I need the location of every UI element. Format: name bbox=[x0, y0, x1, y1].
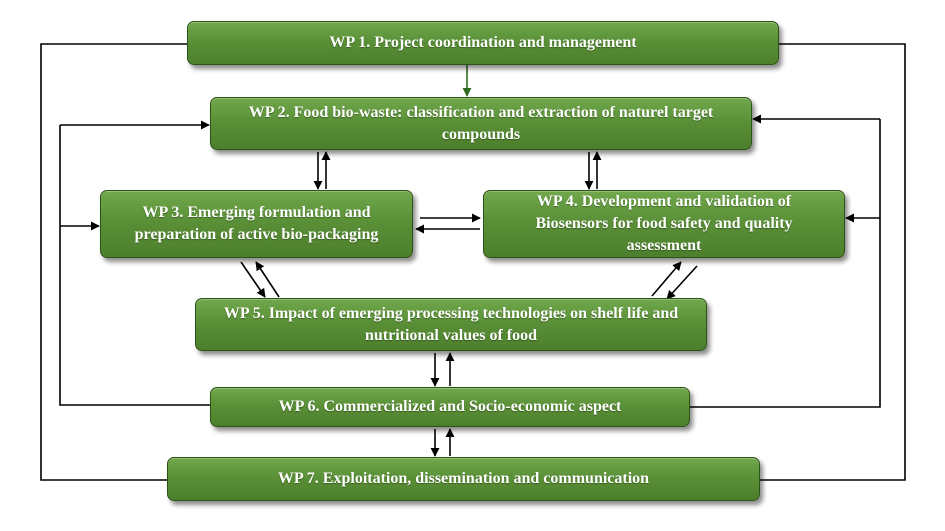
wp3-box: WP 3. Emerging formulation and preparati… bbox=[100, 190, 413, 258]
wp1-box: WP 1. Project coordination and managemen… bbox=[187, 21, 779, 65]
wp5-label: WP 5. Impact of emerging processing tech… bbox=[223, 304, 679, 344]
wp1-label: WP 1. Project coordination and managemen… bbox=[329, 34, 637, 51]
wp4-label: WP 4. Development and validation of Bios… bbox=[535, 193, 793, 254]
wp2-label: WP 2. Food bio-waste: classification and… bbox=[248, 103, 714, 143]
wp7-label: WP 7. Exploitation, dissemination and co… bbox=[277, 470, 650, 487]
arrow-wp5-to-wp3 bbox=[255, 261, 280, 298]
wp2-box: WP 2. Food bio-waste: classification and… bbox=[210, 97, 752, 150]
feedback-wp6-right-line bbox=[690, 119, 881, 408]
wp4-box: WP 4. Development and validation of Bios… bbox=[483, 190, 845, 258]
loop-wp1-wp7-right-line bbox=[760, 43, 906, 481]
arrow-wp3-to-wp5 bbox=[240, 261, 266, 298]
loop-wp1-wp7-line bbox=[40, 43, 187, 481]
feedback-wp6-left-line bbox=[59, 125, 210, 406]
wp7-box: WP 7. Exploitation, dissemination and co… bbox=[167, 457, 760, 501]
wp3-label: WP 3. Emerging formulation and preparati… bbox=[134, 204, 379, 243]
arrow-wp4-to-wp5 bbox=[666, 265, 698, 300]
wp6-box: WP 6. Commercialized and Socio-economic … bbox=[210, 387, 690, 427]
arrow-wp5-to-wp4 bbox=[651, 261, 682, 297]
wp5-box: WP 5. Impact of emerging processing tech… bbox=[195, 298, 707, 351]
wp6-label: WP 6. Commercialized and Socio-economic … bbox=[278, 398, 622, 415]
